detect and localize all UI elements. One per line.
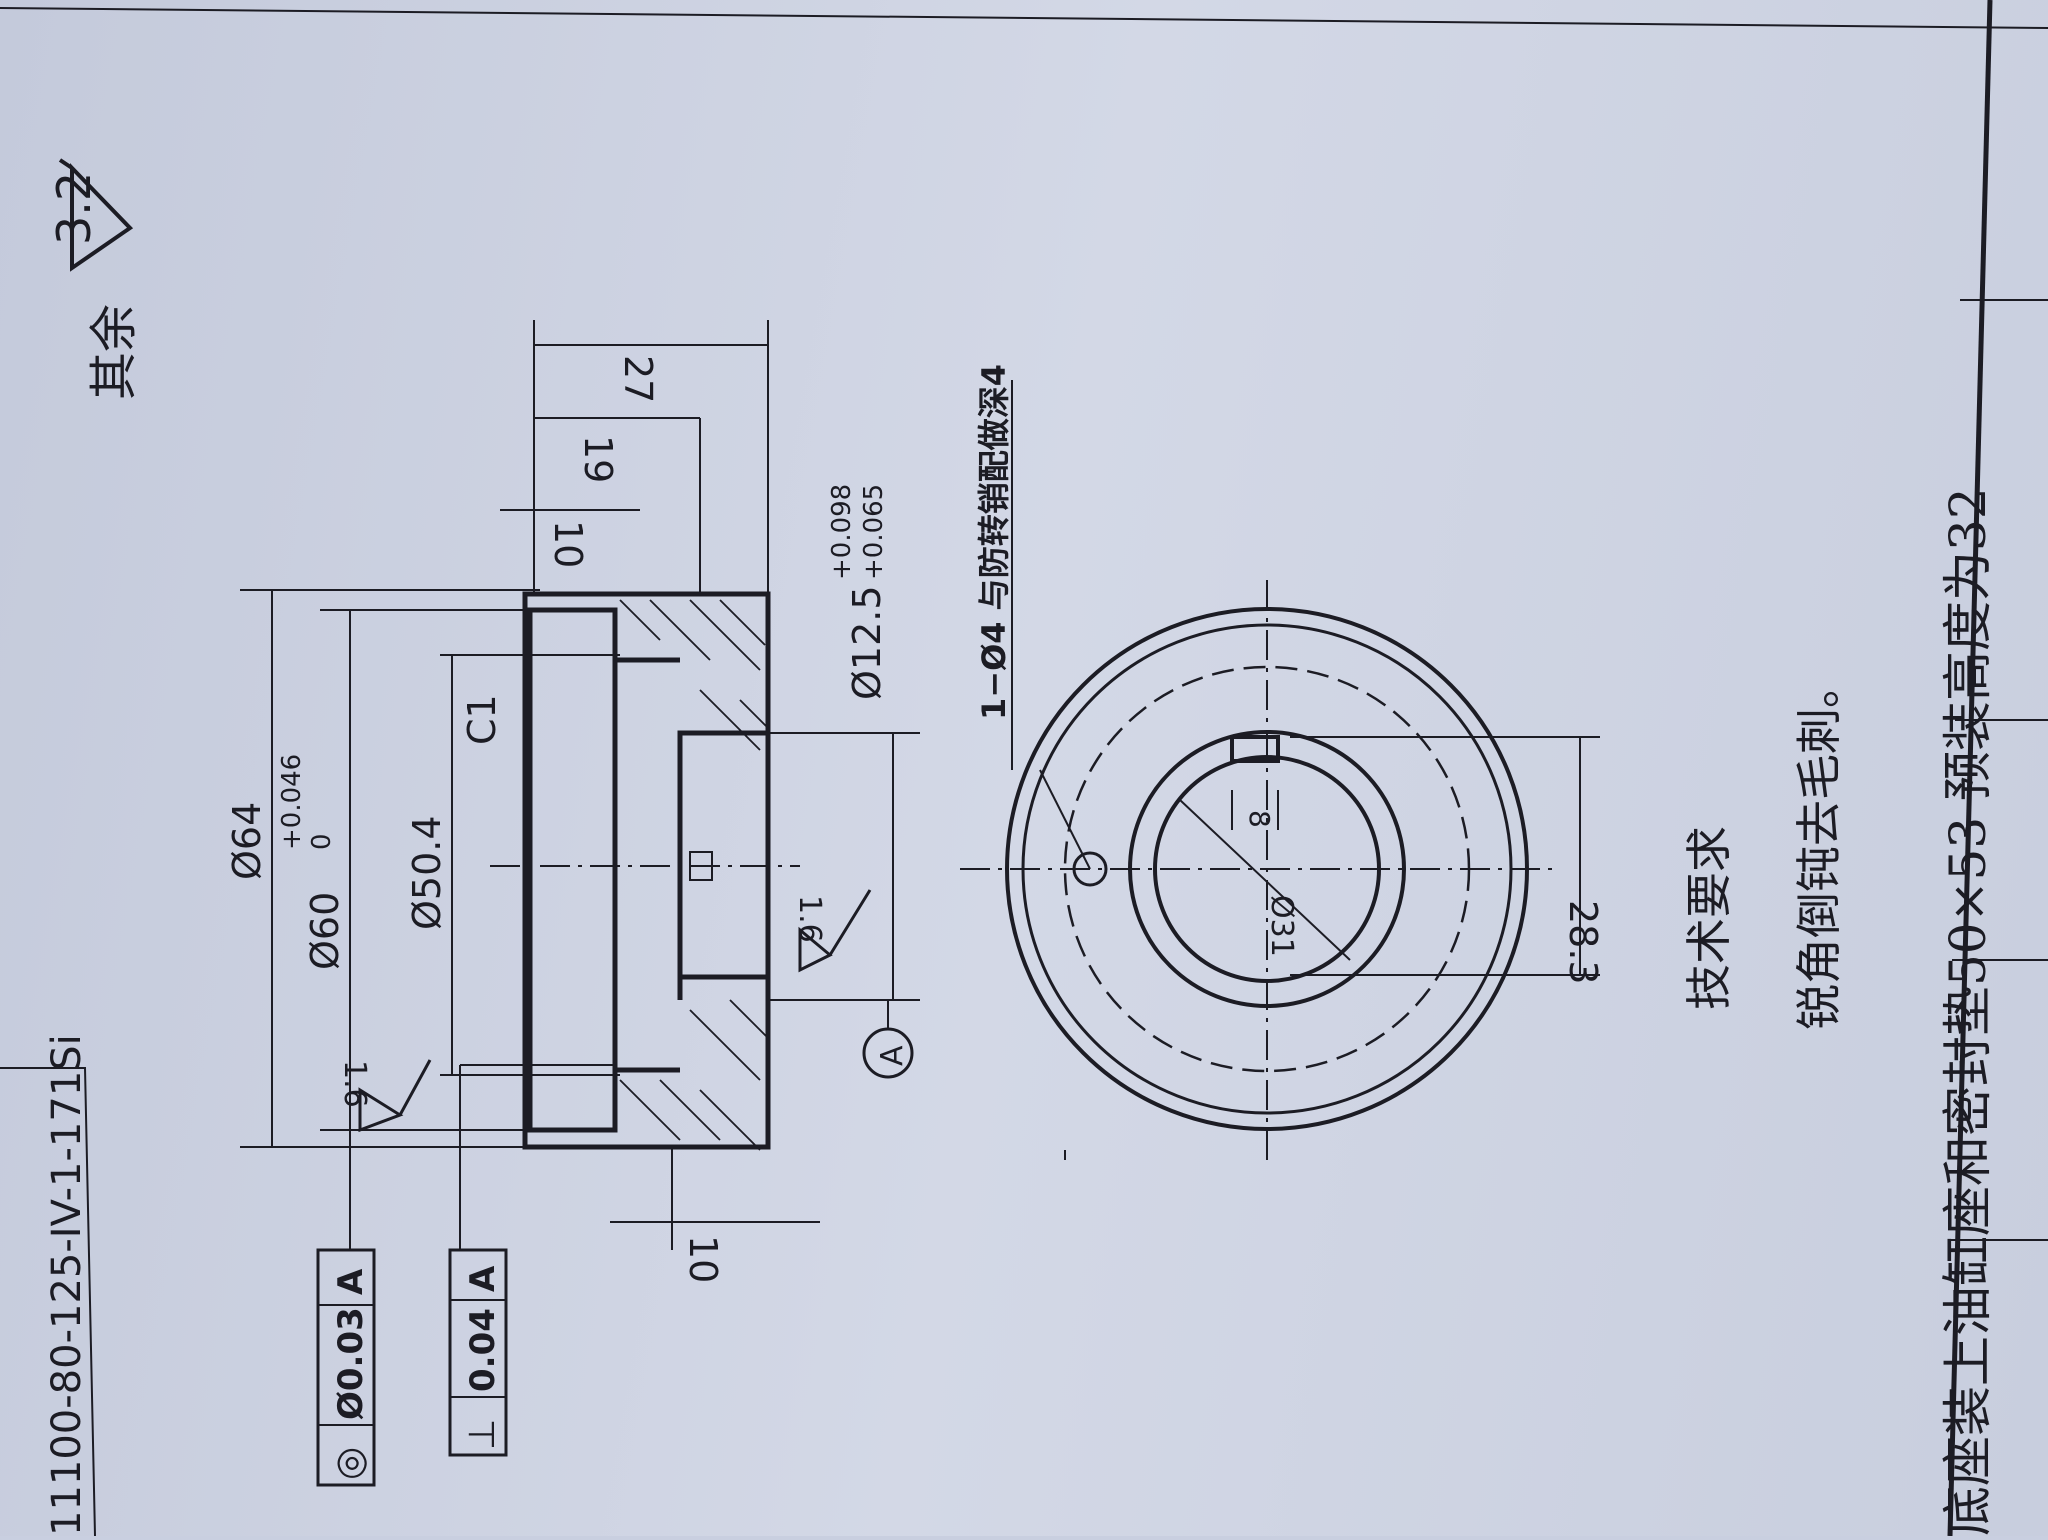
dim-d12-5: Ø12.5 [845, 585, 889, 700]
tech-req-title: 技术要求 [1682, 826, 1736, 1010]
dim-d31: Ø31 [1264, 895, 1299, 957]
svg-text:0.04: 0.04 [463, 1308, 503, 1392]
dim-length-19: 19 [576, 435, 620, 483]
dim-d60: Ø60 [303, 892, 347, 970]
hatching [619, 599, 769, 1151]
roughness-symbol-icon [58, 158, 134, 272]
dim-d12-5-tol-lower: +0.065 [859, 484, 889, 580]
dim-length-10-top: 10 [546, 520, 590, 568]
frame-border-right [1947, 0, 1993, 1537]
dim-d60-tol-lower: 0 [307, 833, 337, 850]
svg-text:⊥: ⊥ [462, 1419, 503, 1450]
dim-d64: Ø64 [225, 802, 269, 880]
roughness-symbol-icon [798, 889, 872, 973]
hole-note: 1−Ø4 与防转销配做深4 [975, 364, 1013, 720]
tolerance-frame-perpendicularity: ⊥ 0.04 A [448, 1248, 508, 1457]
dim-length-10-bottom: 10 [681, 1235, 725, 1283]
dim-d12-5-tol-upper: +0.098 [827, 484, 857, 580]
dim-length-27: 27 [616, 355, 660, 403]
dim-d50-4: Ø50.4 [405, 815, 449, 930]
roughness-default-prefix: 其余 [86, 304, 142, 400]
svg-text:◎: ◎ [327, 1447, 371, 1480]
dim-keyway-8: 8 [1243, 810, 1276, 828]
title-block-lines [1950, 299, 2048, 1241]
roughness-local-value-2: 1.6 [792, 895, 827, 943]
drawing-number: 11100-80-125-IV-1-171Si [44, 1034, 90, 1536]
tolerance-frame-concentricity: ◎ Ø0.03 A [316, 1248, 376, 1487]
roughness-local-value: 1.6 [337, 1060, 372, 1108]
datum-label: A [875, 1045, 910, 1066]
end-view [960, 580, 1600, 1160]
frame-border-top [0, 7, 2048, 29]
dimension-lines [240, 320, 1066, 1250]
dim-d60-tol-upper: +0.046 [277, 754, 307, 850]
svg-text:Ø0.03: Ø0.03 [331, 1307, 371, 1420]
svg-text:A: A [331, 1268, 371, 1295]
section-view [490, 591, 800, 1151]
roughness-symbol-icon [358, 1059, 432, 1133]
title-block-box [0, 1067, 96, 1537]
svg-text:A: A [463, 1265, 503, 1292]
tech-req-handwritten-note: 底座装上油缸座和密封垫50×53 预装高度为32 [1939, 487, 1997, 1536]
tech-req-item-1: 锐角倒钝去毛刺。 [1792, 662, 1846, 1030]
anti-rotation-pin-hole [1072, 851, 1108, 887]
dim-width-28-3: 28.3 [1561, 900, 1605, 985]
dim-c1: C1 [460, 694, 504, 745]
